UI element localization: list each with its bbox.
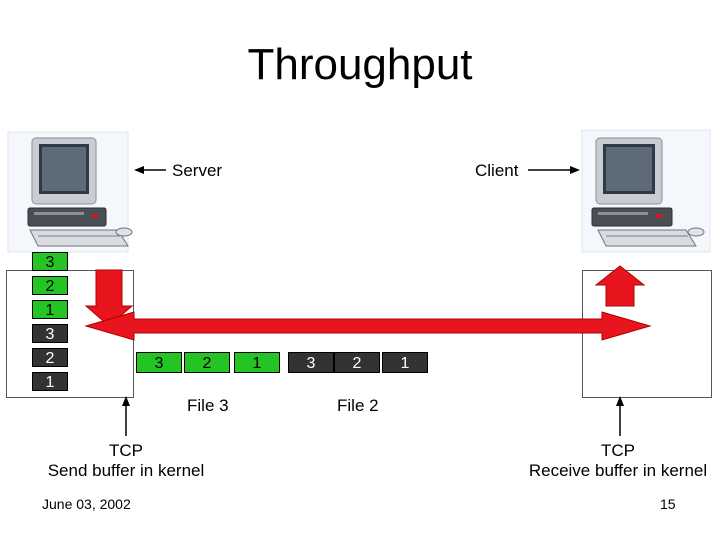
- packet: 2: [184, 352, 230, 373]
- server-computer-icon: [7, 131, 133, 253]
- slide-title: Throughput: [247, 40, 473, 89]
- packet: 3: [136, 352, 182, 373]
- file3-label: File 3: [187, 396, 229, 415]
- server-pointer-arrow: [134, 166, 166, 174]
- client-computer-icon: [581, 129, 711, 253]
- tcp-receive-label: TCP Receive buffer in kernel: [518, 441, 718, 481]
- packet: 1: [382, 352, 428, 373]
- send-buffer-cell: 2: [32, 276, 68, 295]
- send-buffer-cell: 3: [32, 252, 68, 271]
- send-buffer-box: [6, 270, 134, 398]
- footer-date: June 03, 2002: [42, 496, 131, 512]
- packet: 3: [288, 352, 334, 373]
- client-pointer-arrow: [528, 166, 580, 174]
- packet: 2: [334, 352, 380, 373]
- send-buffer-cell: 3: [32, 324, 68, 343]
- tcp-send-label: TCP Send buffer in kernel: [20, 441, 232, 481]
- client-label: Client: [475, 161, 519, 180]
- file2-label: File 2: [337, 396, 379, 415]
- tcp-receive-subtitle: Receive buffer in kernel: [528, 461, 708, 480]
- receive-buffer-box: [582, 270, 712, 398]
- tcp-send-title: TCP: [109, 441, 143, 460]
- tcp-send-subtitle: Send buffer in kernel: [47, 461, 205, 480]
- send-buffer-cell: 1: [32, 300, 68, 319]
- server-label: Server: [172, 161, 223, 180]
- tcp-receive-title: TCP: [601, 441, 635, 460]
- page-number: 15: [660, 496, 676, 512]
- send-buffer-cell: 2: [32, 348, 68, 367]
- packet: 1: [234, 352, 280, 373]
- send-buffer-cell: 1: [32, 372, 68, 391]
